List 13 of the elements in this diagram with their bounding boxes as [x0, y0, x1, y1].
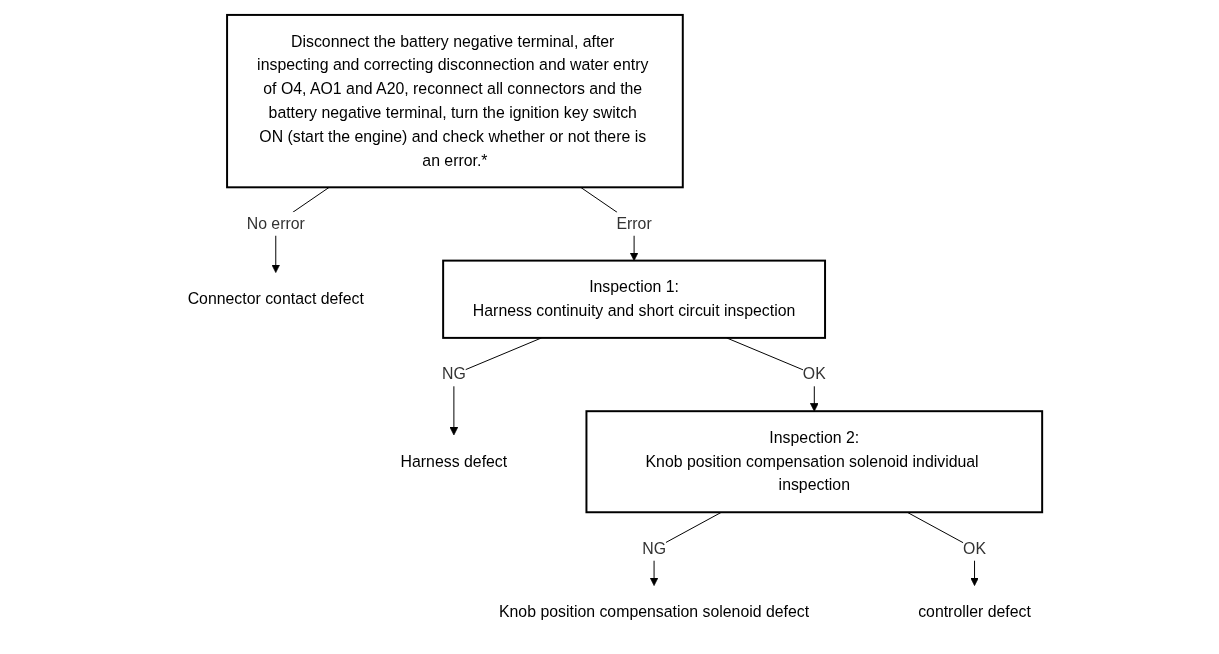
- edge-label: Error: [616, 215, 652, 232]
- edge-label: OK: [963, 539, 987, 557]
- node-box: Disconnect the battery negative terminal, after inspecting and correcting disconnection and water entry of O4, AO1 and A20, reconnect all connectors and the battery negative terminal, turn the ignition key switch ON (start the engine) and check whether or not there is an error.*: [226, 13, 684, 189]
- node-box: Inspection 1: Harness continuity and short circuit inspection: [442, 259, 827, 339]
- node-text: controller defect: [918, 603, 1032, 621]
- edge-label: No error: [246, 215, 306, 232]
- node-box: Inspection 2: Knob position compensation solenoid individual inspection: [585, 410, 1044, 514]
- node-text: Connector contact defect: [187, 290, 365, 308]
- node-text: Harness defect: [400, 452, 508, 470]
- edge-label: NG: [642, 539, 667, 557]
- edge-label: OK: [803, 365, 826, 383]
- node-text: Knob position compensation solenoid defect: [499, 603, 810, 621]
- edge-label: NG: [442, 365, 466, 383]
